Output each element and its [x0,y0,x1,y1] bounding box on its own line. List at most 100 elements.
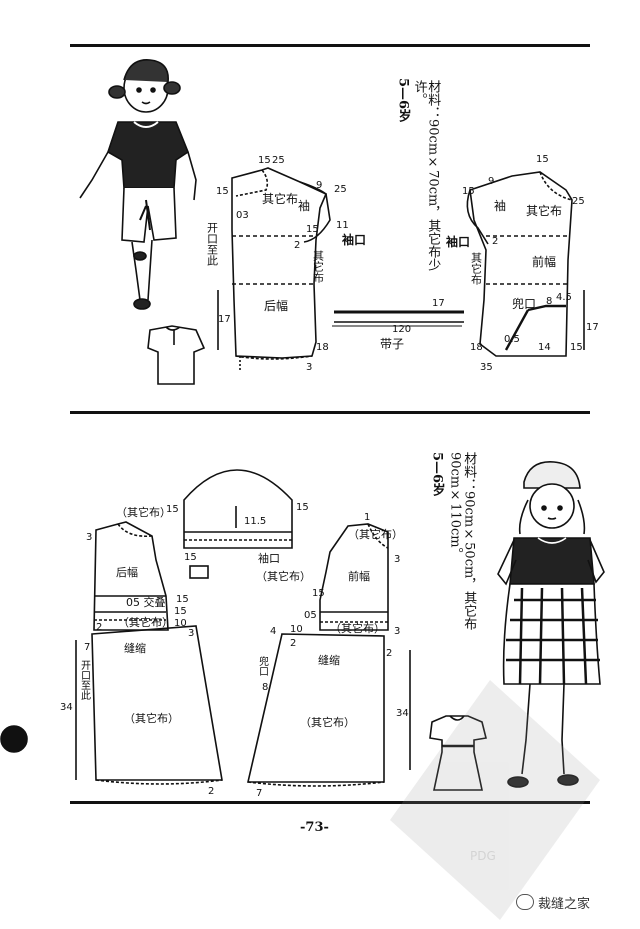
dim: 2 [208,786,214,797]
dim: 15 [570,342,583,353]
top-pocket-label: 兜口 [512,296,536,311]
girl-illustration-bottom [497,461,605,788]
dim: 15 [216,186,229,197]
dim: 7 [256,788,262,799]
dim: 05 [304,610,317,621]
top-opening-label: 开口至此 [206,222,219,266]
bottom-small-cuff [189,565,209,579]
dim: 2 [386,648,392,659]
top-back-sleeve-other-label: 其它布 [312,250,325,284]
middle-rule [70,411,590,414]
dim: 11.5 [244,516,266,527]
dim: 14 [538,342,551,353]
dim: 17 [432,298,445,309]
top-age-label: 5—6岁 [395,78,411,123]
page-number: -73- [300,820,329,835]
top-back-cuff-label: 袖口 [342,232,366,247]
dress-small-view [429,715,487,791]
dim: 34 [60,702,73,713]
dim: 2 [96,622,102,633]
dim: 15 [306,224,319,235]
dim: 4 [270,626,276,637]
dim: 4.5 [556,292,572,303]
dim: 35 [480,362,493,373]
dim: 10 [290,624,303,635]
dim: 120 [392,324,411,335]
watermark-text: 裁缝之家 [538,897,591,912]
top-materials-text: 材料：90cm×70cm，其它布少许。 [411,80,441,272]
dim: 15 [536,154,549,165]
bottom-front-gather-label: 缝缩 [318,653,340,667]
belt-label: 带子 [380,337,404,351]
top-back-panel [231,167,331,370]
top-front-panel-label: 前幅 [532,254,556,269]
pdg-stamp-watermark: PDG [390,680,600,920]
bottom-sleeve [183,469,293,549]
top-front-sleeve-label: 袖 [494,198,506,213]
top-front-cuff-label: 袖口 [446,234,470,249]
pdg-stamp-text: PDG [470,849,496,863]
dim: 15 [312,588,325,599]
bottom-front-skirt [246,633,385,787]
bottom-opening-label: 开口至此 [79,660,91,700]
bottom-materials-text: 材料：90cm×50cm，其它布90cm×110cm。 [447,452,477,631]
dim: 3 [394,554,400,565]
dim: 11 [336,220,349,231]
belt-strip [334,310,464,323]
dim: 25 [334,184,347,195]
blouse-back-view [147,325,206,385]
bottom-front-waist-other-label: （其它布） [330,621,385,635]
dim: 10 [174,618,187,629]
bottom-rule [70,801,590,804]
dim: 17 [218,314,231,325]
bottom-cuff-label: 袖口 [258,551,280,565]
top-back-sleeve-label: 袖 [298,198,310,213]
top-front-panel [466,171,573,357]
bottom-back-other-fabric-label: （其它布） [116,505,171,519]
top-back-panel-label: 后幅 [264,298,288,313]
top-back-other-fabric-label: 其它布 [262,191,298,206]
dim: 15 [174,606,187,617]
dim: 18 [470,342,483,353]
dim: 1 [364,512,370,523]
bottom-front-skirt-other-label: （其它布） [300,715,355,729]
dim: 9 [488,176,494,187]
bottom-pocket-label: 兜口 [257,655,269,676]
dim: 25 [272,155,285,166]
dim: 3 [86,532,92,543]
bottom-front-panel-label: 前幅 [348,569,370,583]
dim: 25 [572,196,585,207]
bottom-cuff-other-label: （其它布） [256,569,311,583]
dim: 7 [84,642,90,653]
bottom-overlap-label: 05 交叠 [126,595,166,609]
bottom-back-skirt [91,625,223,785]
dim: 2 [492,236,498,247]
bottom-front-bodice [319,523,389,631]
dim: 2 [290,638,296,649]
bottom-age-label: 5—6岁 [429,452,445,497]
dim: 3 [188,628,194,639]
dim: 15 [184,552,197,563]
dim: 17 [586,322,599,333]
wechat-icon [516,894,534,910]
dim: 18 [316,342,329,353]
girl-illustration-top [79,59,197,310]
bottom-back-panel-label: 后幅 [116,566,138,579]
margin-dot [0,725,28,753]
dim: 15 [258,155,271,166]
top-front-other-fabric-label: 其它布 [526,203,562,218]
dim: 2 [294,240,300,251]
dim: 0.5 [504,334,520,345]
dim: 3 [306,362,312,373]
dim: 8 [546,296,552,307]
dim: 3 [394,626,400,637]
dim: 15 [296,502,309,513]
dim: 15 [176,594,189,605]
bottom-back-skirt-other-label: （其它布） [124,711,179,725]
top-front-sleeve-other-label: 其它布 [470,252,483,286]
dim: 15 [462,186,475,197]
bottom-front-other-fabric-label: （其它布） [348,527,403,541]
dim: 34 [396,708,409,719]
bottom-back-waist-other-label: （其它布） [118,615,173,629]
